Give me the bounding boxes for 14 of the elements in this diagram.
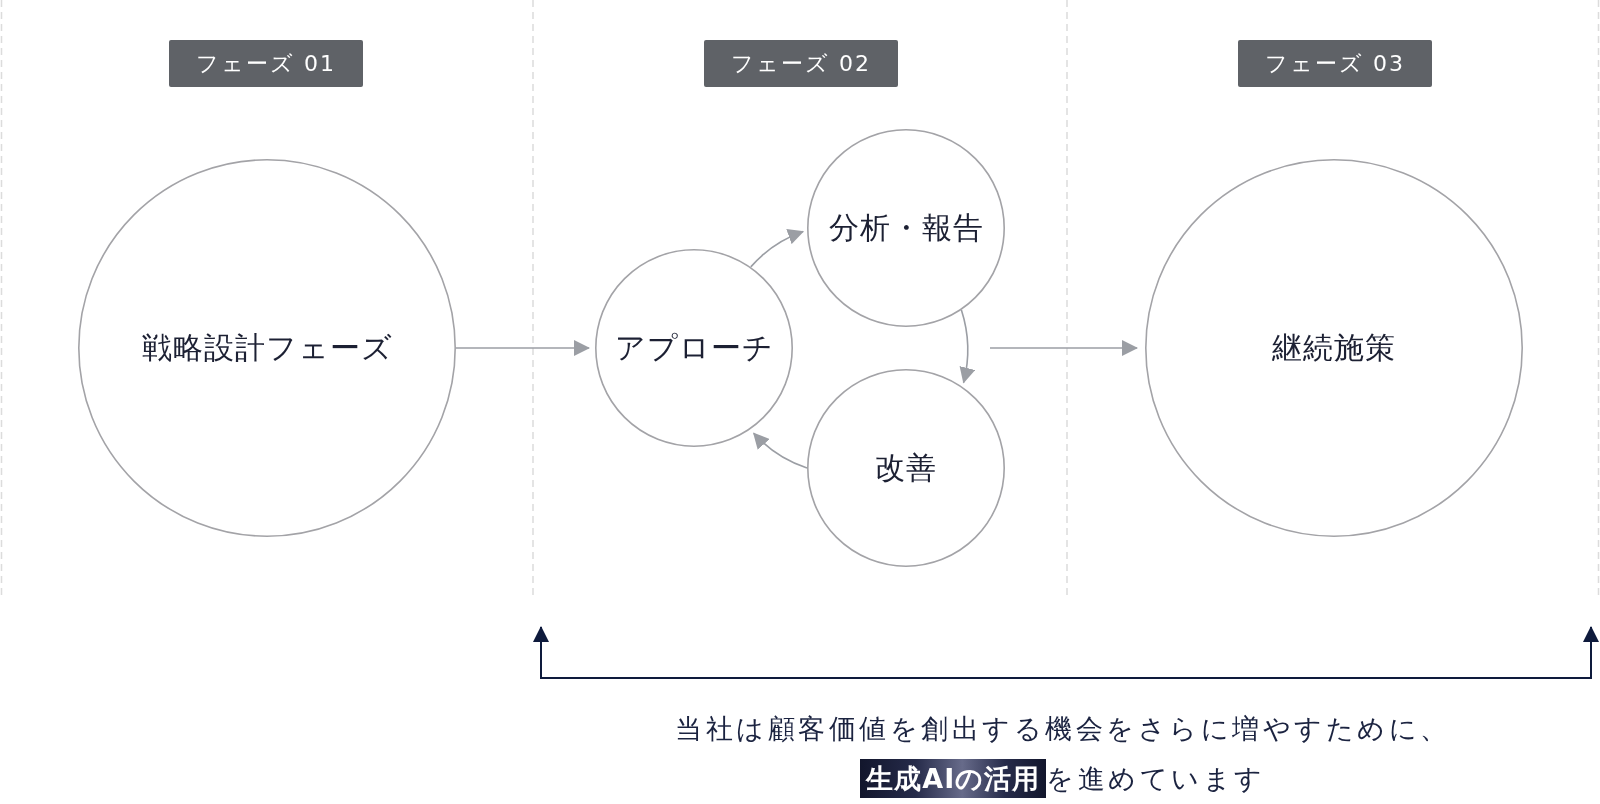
phase-badge: フェーズ 03 — [1238, 40, 1432, 87]
cycle-circle: 改善 — [807, 369, 1005, 567]
phase-badge: フェーズ 02 — [704, 40, 898, 87]
statement-text: 当社は顧客価値を創出する機会をさらに増やすために、生成AIの活用を進めています — [668, 704, 1458, 804]
cycle-arrow — [958, 309, 975, 384]
flow-arrow — [455, 340, 590, 356]
cycle-circle: 分析・報告 — [807, 129, 1005, 327]
phase-badge: フェーズ 01 — [169, 40, 363, 87]
cycle-arrow — [750, 230, 804, 268]
stage-circle: 戦略設計フェーズ — [78, 159, 456, 537]
stage-circle: 継続施策 — [1145, 159, 1523, 537]
cycle-arrow — [752, 432, 808, 469]
flow-arrow — [989, 340, 1138, 356]
cycle-circle: アプローチ — [595, 249, 793, 447]
